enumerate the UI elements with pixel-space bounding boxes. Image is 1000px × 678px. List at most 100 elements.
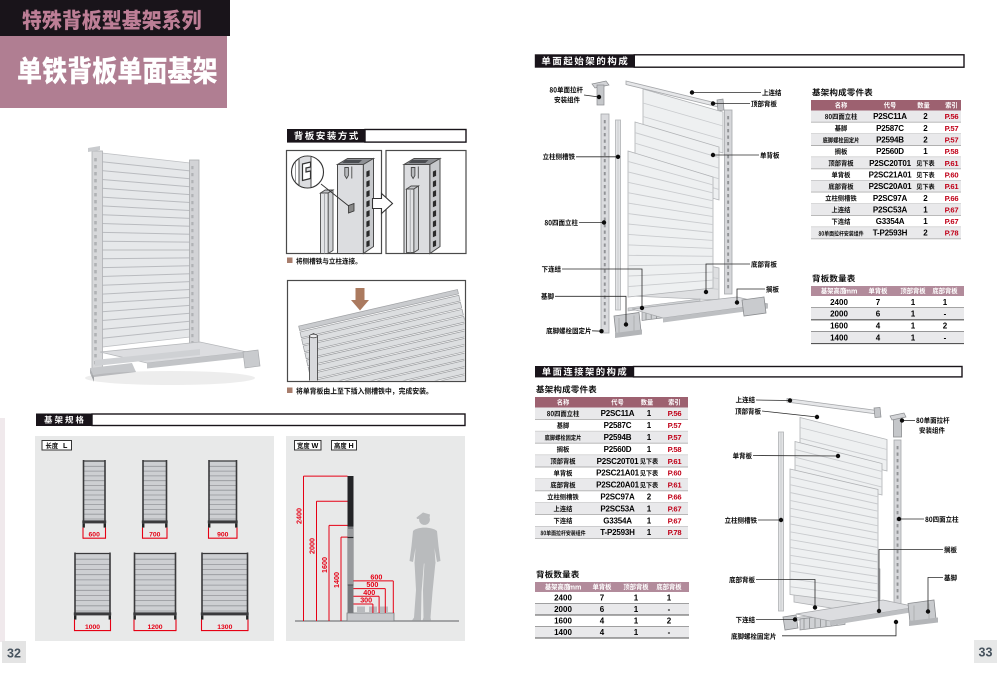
svg-text:-: - [944, 334, 947, 343]
svg-text:T-P2593H: T-P2593H [600, 528, 635, 537]
svg-text:P2SC21A01: P2SC21A01 [596, 469, 639, 478]
svg-text:-: - [944, 310, 947, 319]
svg-text:G3354A: G3354A [603, 516, 632, 525]
svg-text:P2SC11A: P2SC11A [873, 112, 907, 121]
svg-text:1: 1 [634, 605, 639, 614]
svg-text:2: 2 [923, 136, 928, 145]
svg-text:P.56: P.56 [945, 112, 959, 121]
svg-text:1: 1 [911, 322, 916, 331]
svg-text:P2SC97A: P2SC97A [873, 194, 908, 203]
svg-text:P.56: P.56 [668, 409, 682, 418]
svg-text:2400: 2400 [295, 508, 304, 524]
svg-text:32: 32 [7, 647, 21, 661]
svg-text:L: L [63, 441, 68, 450]
svg-text:7: 7 [876, 298, 881, 307]
svg-text:P2SC20T01: P2SC20T01 [597, 457, 640, 466]
svg-text:P.57: P.57 [668, 421, 682, 430]
svg-text:1: 1 [634, 617, 639, 626]
svg-text:P.61: P.61 [668, 457, 683, 466]
svg-text:P2SC11A: P2SC11A [601, 409, 635, 418]
svg-text:4: 4 [876, 322, 881, 331]
svg-text:1: 1 [647, 504, 652, 513]
svg-text:900: 900 [217, 532, 229, 539]
svg-text:1: 1 [923, 217, 928, 226]
svg-text:P.57: P.57 [668, 433, 682, 442]
svg-text:1200: 1200 [147, 624, 162, 631]
svg-text:2400: 2400 [554, 594, 572, 603]
svg-text:2: 2 [923, 194, 928, 203]
svg-text:1: 1 [647, 409, 652, 418]
svg-text:1: 1 [647, 421, 652, 430]
svg-text:P.61: P.61 [945, 159, 960, 168]
svg-text:P2594B: P2594B [876, 136, 904, 145]
svg-text:6: 6 [600, 605, 605, 614]
svg-text:1: 1 [634, 628, 639, 637]
svg-text:1: 1 [923, 147, 928, 156]
svg-text:7: 7 [600, 594, 605, 603]
svg-text:4: 4 [600, 617, 605, 626]
svg-text:1600: 1600 [554, 617, 572, 626]
svg-text:2: 2 [923, 124, 928, 133]
svg-text:1: 1 [923, 205, 928, 214]
svg-text:P.78: P.78 [668, 528, 682, 537]
svg-text:P2587C: P2587C [604, 421, 632, 430]
svg-text:P.67: P.67 [668, 504, 682, 513]
svg-text:1: 1 [911, 310, 916, 319]
svg-text:P.58: P.58 [945, 147, 959, 156]
svg-text:P.61: P.61 [945, 182, 960, 191]
svg-text:P.66: P.66 [668, 493, 682, 502]
svg-text:2000: 2000 [308, 538, 317, 554]
svg-text:1: 1 [943, 298, 948, 307]
svg-text:P2SC53A: P2SC53A [873, 205, 908, 214]
svg-text:4: 4 [600, 628, 605, 637]
svg-text:2: 2 [943, 322, 948, 331]
svg-text:1: 1 [647, 445, 652, 454]
svg-text:1: 1 [647, 528, 652, 537]
svg-text:1000: 1000 [85, 624, 100, 631]
svg-text:P2SC20T01: P2SC20T01 [869, 159, 912, 168]
svg-text:P2587C: P2587C [876, 124, 904, 133]
svg-text:P.57: P.57 [945, 124, 959, 133]
svg-text:1400: 1400 [830, 334, 848, 343]
svg-text:-: - [668, 628, 671, 637]
svg-text:P2SC21A01: P2SC21A01 [869, 170, 912, 179]
svg-text:1400: 1400 [554, 628, 572, 637]
svg-text:1: 1 [647, 516, 652, 525]
svg-text:P2SC20A01: P2SC20A01 [869, 182, 912, 191]
svg-text:1400: 1400 [332, 572, 341, 588]
svg-text:600: 600 [370, 572, 382, 581]
svg-text:1: 1 [634, 594, 639, 603]
svg-text:H: H [349, 441, 354, 450]
svg-text:1: 1 [647, 433, 652, 442]
svg-text:1300: 1300 [217, 624, 232, 631]
svg-text:1: 1 [911, 298, 916, 307]
svg-text:700: 700 [149, 532, 161, 539]
svg-text:T-P2593H: T-P2593H [873, 229, 908, 238]
svg-text:P.67: P.67 [945, 217, 959, 226]
svg-text:400: 400 [363, 588, 375, 597]
svg-text:4: 4 [876, 334, 881, 343]
svg-text:P.67: P.67 [668, 516, 682, 525]
svg-text:mm: mm [569, 582, 582, 591]
svg-text:P.61: P.61 [668, 481, 683, 490]
svg-text:P.78: P.78 [945, 229, 959, 238]
svg-text:2: 2 [923, 112, 928, 121]
svg-text:P.67: P.67 [945, 205, 959, 214]
svg-text:mm: mm [845, 286, 858, 295]
svg-text:P2SC53A: P2SC53A [600, 504, 635, 513]
svg-text:P2SC20A01: P2SC20A01 [596, 481, 639, 490]
svg-text:P2560D: P2560D [604, 445, 632, 454]
svg-text:P2594B: P2594B [604, 433, 632, 442]
svg-text:P.66: P.66 [945, 194, 959, 203]
svg-text:P2560D: P2560D [876, 147, 904, 156]
svg-text:2000: 2000 [830, 310, 848, 319]
svg-text:1: 1 [667, 594, 672, 603]
svg-text:2400: 2400 [830, 298, 848, 307]
svg-text:300: 300 [360, 596, 372, 605]
svg-text:P.60: P.60 [668, 469, 682, 478]
svg-text:2: 2 [647, 493, 652, 502]
svg-text:6: 6 [876, 310, 881, 319]
svg-text:P.60: P.60 [945, 170, 959, 179]
svg-text:33: 33 [979, 646, 993, 660]
svg-text:1600: 1600 [320, 557, 329, 573]
